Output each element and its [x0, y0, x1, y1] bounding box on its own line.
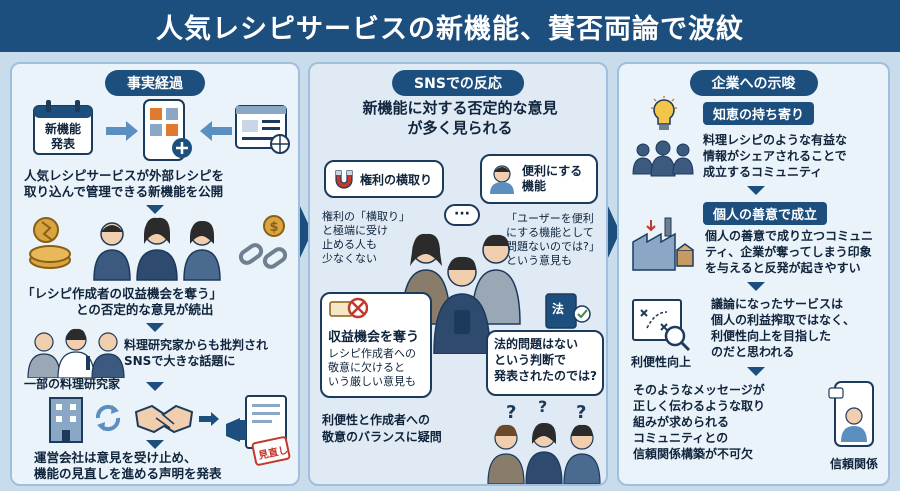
handshake-icon	[134, 400, 194, 436]
rights-note: 権利の「横取り」 と極端に受け 止める人も 少なくない	[322, 210, 410, 265]
step2-quote: 「レシピ作成者の収益機会を奪う」	[22, 286, 223, 301]
down-arrow-2	[146, 323, 164, 332]
typing-indicator-icon: ···	[444, 204, 480, 226]
no-money-icon	[328, 294, 368, 324]
page-title: 人気レシピサービスの新機能、賛否両論で波紋	[156, 13, 744, 45]
people-group-icon	[396, 224, 528, 354]
svg-text:?: ?	[576, 402, 586, 423]
arrow-left-icon	[198, 120, 234, 142]
text-trust: そのようなメッセージが 正しく伝わるような取り 組みが求められる コミュニティと…	[633, 383, 766, 461]
user-avatar-icon	[488, 164, 516, 194]
web-page-icon	[234, 104, 292, 156]
text-convenience: 議論になったサービスは 個人の利益搾取ではなく、 利便性向上を目指した のだと思…	[711, 297, 856, 359]
trust-phone-icon	[827, 380, 879, 450]
panel-facts: 事実経過 新機能 発表	[10, 62, 300, 486]
researchers-icon	[24, 328, 128, 378]
factory-icon	[631, 214, 701, 274]
community-icon	[631, 140, 695, 180]
arrow-right-icon	[104, 120, 140, 142]
bubble-convenient-text: 便利にする 機能	[522, 164, 583, 193]
bubble-legal-text: 法的問題はない という判断で 発表されたのでは?	[494, 337, 597, 383]
tag-goodwill: 個人の善意で成立	[703, 202, 828, 225]
down-arrow-3	[146, 382, 164, 391]
bubble-convenient: 便利にする 機能	[480, 154, 598, 204]
title-bar: 人気レシピサービスの新機能、賛否両論で波紋	[0, 0, 900, 52]
broken-chain-icon: $	[234, 214, 294, 274]
step3-caption: 一部の料理研究家	[24, 377, 121, 391]
down-arrow-r1	[747, 186, 765, 195]
broken-coin-icon	[26, 216, 76, 272]
down-arrow-r2	[747, 282, 765, 291]
confused-people-icon: ? ? ?	[484, 400, 604, 484]
worried-people-icon	[82, 214, 232, 282]
down-arrow-1	[146, 205, 164, 214]
magnet-icon	[332, 167, 356, 191]
bubble-revenue-title: 収益機会を奪う	[328, 330, 420, 345]
announce-label: 新機能 発表	[44, 122, 81, 151]
down-arrow-4	[146, 440, 164, 449]
svg-text:?: ?	[506, 402, 516, 423]
cycle-arrows-icon	[92, 402, 124, 434]
sns-headline: 新機能に対する否定的な意見 が多く見られる	[362, 99, 558, 137]
svg-text:$: $	[269, 220, 278, 235]
office-building-icon	[46, 394, 86, 444]
strategy-board-icon	[631, 298, 691, 352]
smartphone-icon	[142, 98, 194, 162]
panel-sns-header: SNSでの反応	[392, 70, 524, 96]
svg-text:?: ?	[538, 400, 547, 416]
convenient-note: 「ユーザーを便利 にする機能として 問題ないのでは?」 という意見も	[506, 212, 600, 267]
calendar-icon	[32, 98, 94, 156]
step2-text: との否定的な意見が続出	[76, 302, 214, 317]
caption-trust: 信頼関係	[829, 457, 878, 471]
tag-knowledge: 知恵の持ち寄り	[703, 102, 815, 125]
bubble-legal: 法的問題はない という判断で 発表されたのでは?	[486, 330, 604, 396]
arrow-right-icon-2	[198, 412, 220, 426]
panel-facts-header: 事実経過	[105, 70, 205, 96]
bubble-revenue: 収益機会を奪う レシピ作成者への 敬意に欠けると いう厳しい意見も	[320, 292, 432, 398]
panel-implications: 企業への示唆 知恵の持ち寄り 料理レシピのような有益な 情報がシェアされることで…	[617, 62, 890, 486]
panel-implications-header: 企業への示唆	[689, 70, 818, 96]
law-badge: 法	[552, 302, 565, 316]
bubble-rights: 権利の横取り	[324, 160, 444, 198]
bubble-revenue-body: レシピ作成者への 敬意に欠けると いう厳しい意見も	[328, 347, 416, 388]
step3-text: 料理研究家からも批判され SNSで大きな話題に	[124, 338, 269, 368]
law-book-icon	[542, 290, 592, 330]
text-goodwill: 個人の善意で成り立つコミュニ ティ、企業が奪ってしまう印象 を与えると反発が起き…	[705, 229, 874, 275]
sns-bottom-text: 利便性と作成者への 敬意のバランスに疑問	[322, 413, 442, 444]
text-knowledge: 料理レシピのような有益な 情報がシェアされることで 成立するコミュニティ	[703, 133, 848, 179]
caption-convenience: 利便性向上	[631, 355, 692, 369]
lightbulb-icon	[649, 96, 679, 134]
step4-text: 運営会社は意見を受け止め、 機能の見直しを進める声明を発表	[34, 450, 222, 481]
bubble-rights-text: 権利の横取り	[360, 172, 433, 187]
down-arrow-r3	[747, 367, 765, 376]
step1-text: 人気レシピサービスが外部レシピを 取り込んで管理できる新機能を公開	[24, 168, 225, 199]
document-megaphone-icon	[224, 394, 294, 466]
panel-sns: SNSでの反応 新機能に対する否定的な意見 が多く見られる 権利の横取り 権利の…	[308, 62, 608, 486]
